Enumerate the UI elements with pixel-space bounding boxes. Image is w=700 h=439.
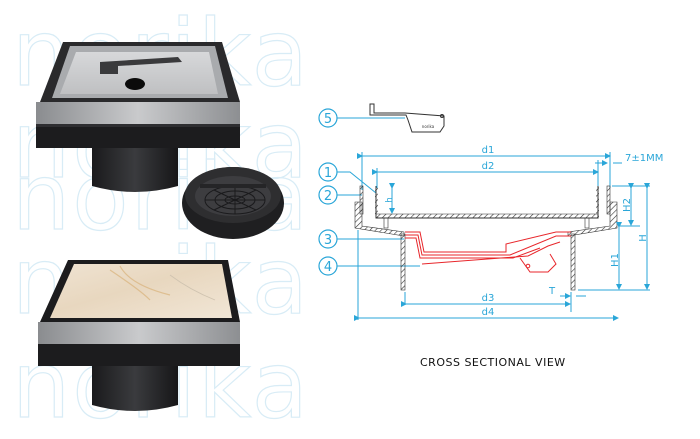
svg-text:d4: d4 (482, 307, 495, 318)
dimension-d1: d1 (357, 145, 611, 190)
svg-text:7±1MM: 7±1MM (625, 153, 663, 164)
svg-text:T: T (548, 286, 556, 297)
dimension-gap: 7±1MM (595, 153, 663, 188)
dimension-d2: d2 (372, 161, 599, 188)
svg-text:d3: d3 (482, 293, 495, 304)
svg-text:norika: norika (422, 124, 435, 129)
svg-text:h: h (385, 197, 395, 203)
drain-with-marble-tile (38, 260, 240, 411)
drain-photo-empty-tray (36, 42, 284, 411)
callout-1: 1 (318, 162, 377, 194)
round-trap-insert (182, 167, 284, 239)
callout-3: 3 (318, 229, 404, 249)
svg-text:d2: d2 (482, 161, 495, 172)
product-photos: norika norika norika norika norika (0, 0, 308, 436)
callout-2: 2 (318, 185, 362, 205)
svg-text:d1: d1 (482, 145, 495, 156)
drain-body-section: h (354, 183, 618, 291)
svg-text:H: H (638, 234, 649, 242)
svg-text:4: 4 (324, 260, 332, 275)
dimension-heights: H2 H H1 (578, 183, 650, 291)
trap-insert-section (405, 231, 571, 273)
drain-empty-tray (36, 42, 240, 192)
svg-text:H1: H1 (610, 253, 621, 267)
callout-4: 4 (318, 256, 420, 276)
svg-text:3: 3 (324, 233, 332, 248)
svg-text:H2: H2 (622, 198, 633, 212)
removal-key-drawing: norika (369, 103, 445, 133)
svg-text:2: 2 (324, 189, 332, 204)
callout-5: 5 (318, 108, 405, 128)
svg-text:1: 1 (324, 166, 332, 181)
drawing-title: CROSS SECTIONAL VIEW (420, 356, 566, 369)
dimension-bottom: d3 d4 T (354, 230, 619, 321)
svg-text:5: 5 (324, 112, 332, 127)
